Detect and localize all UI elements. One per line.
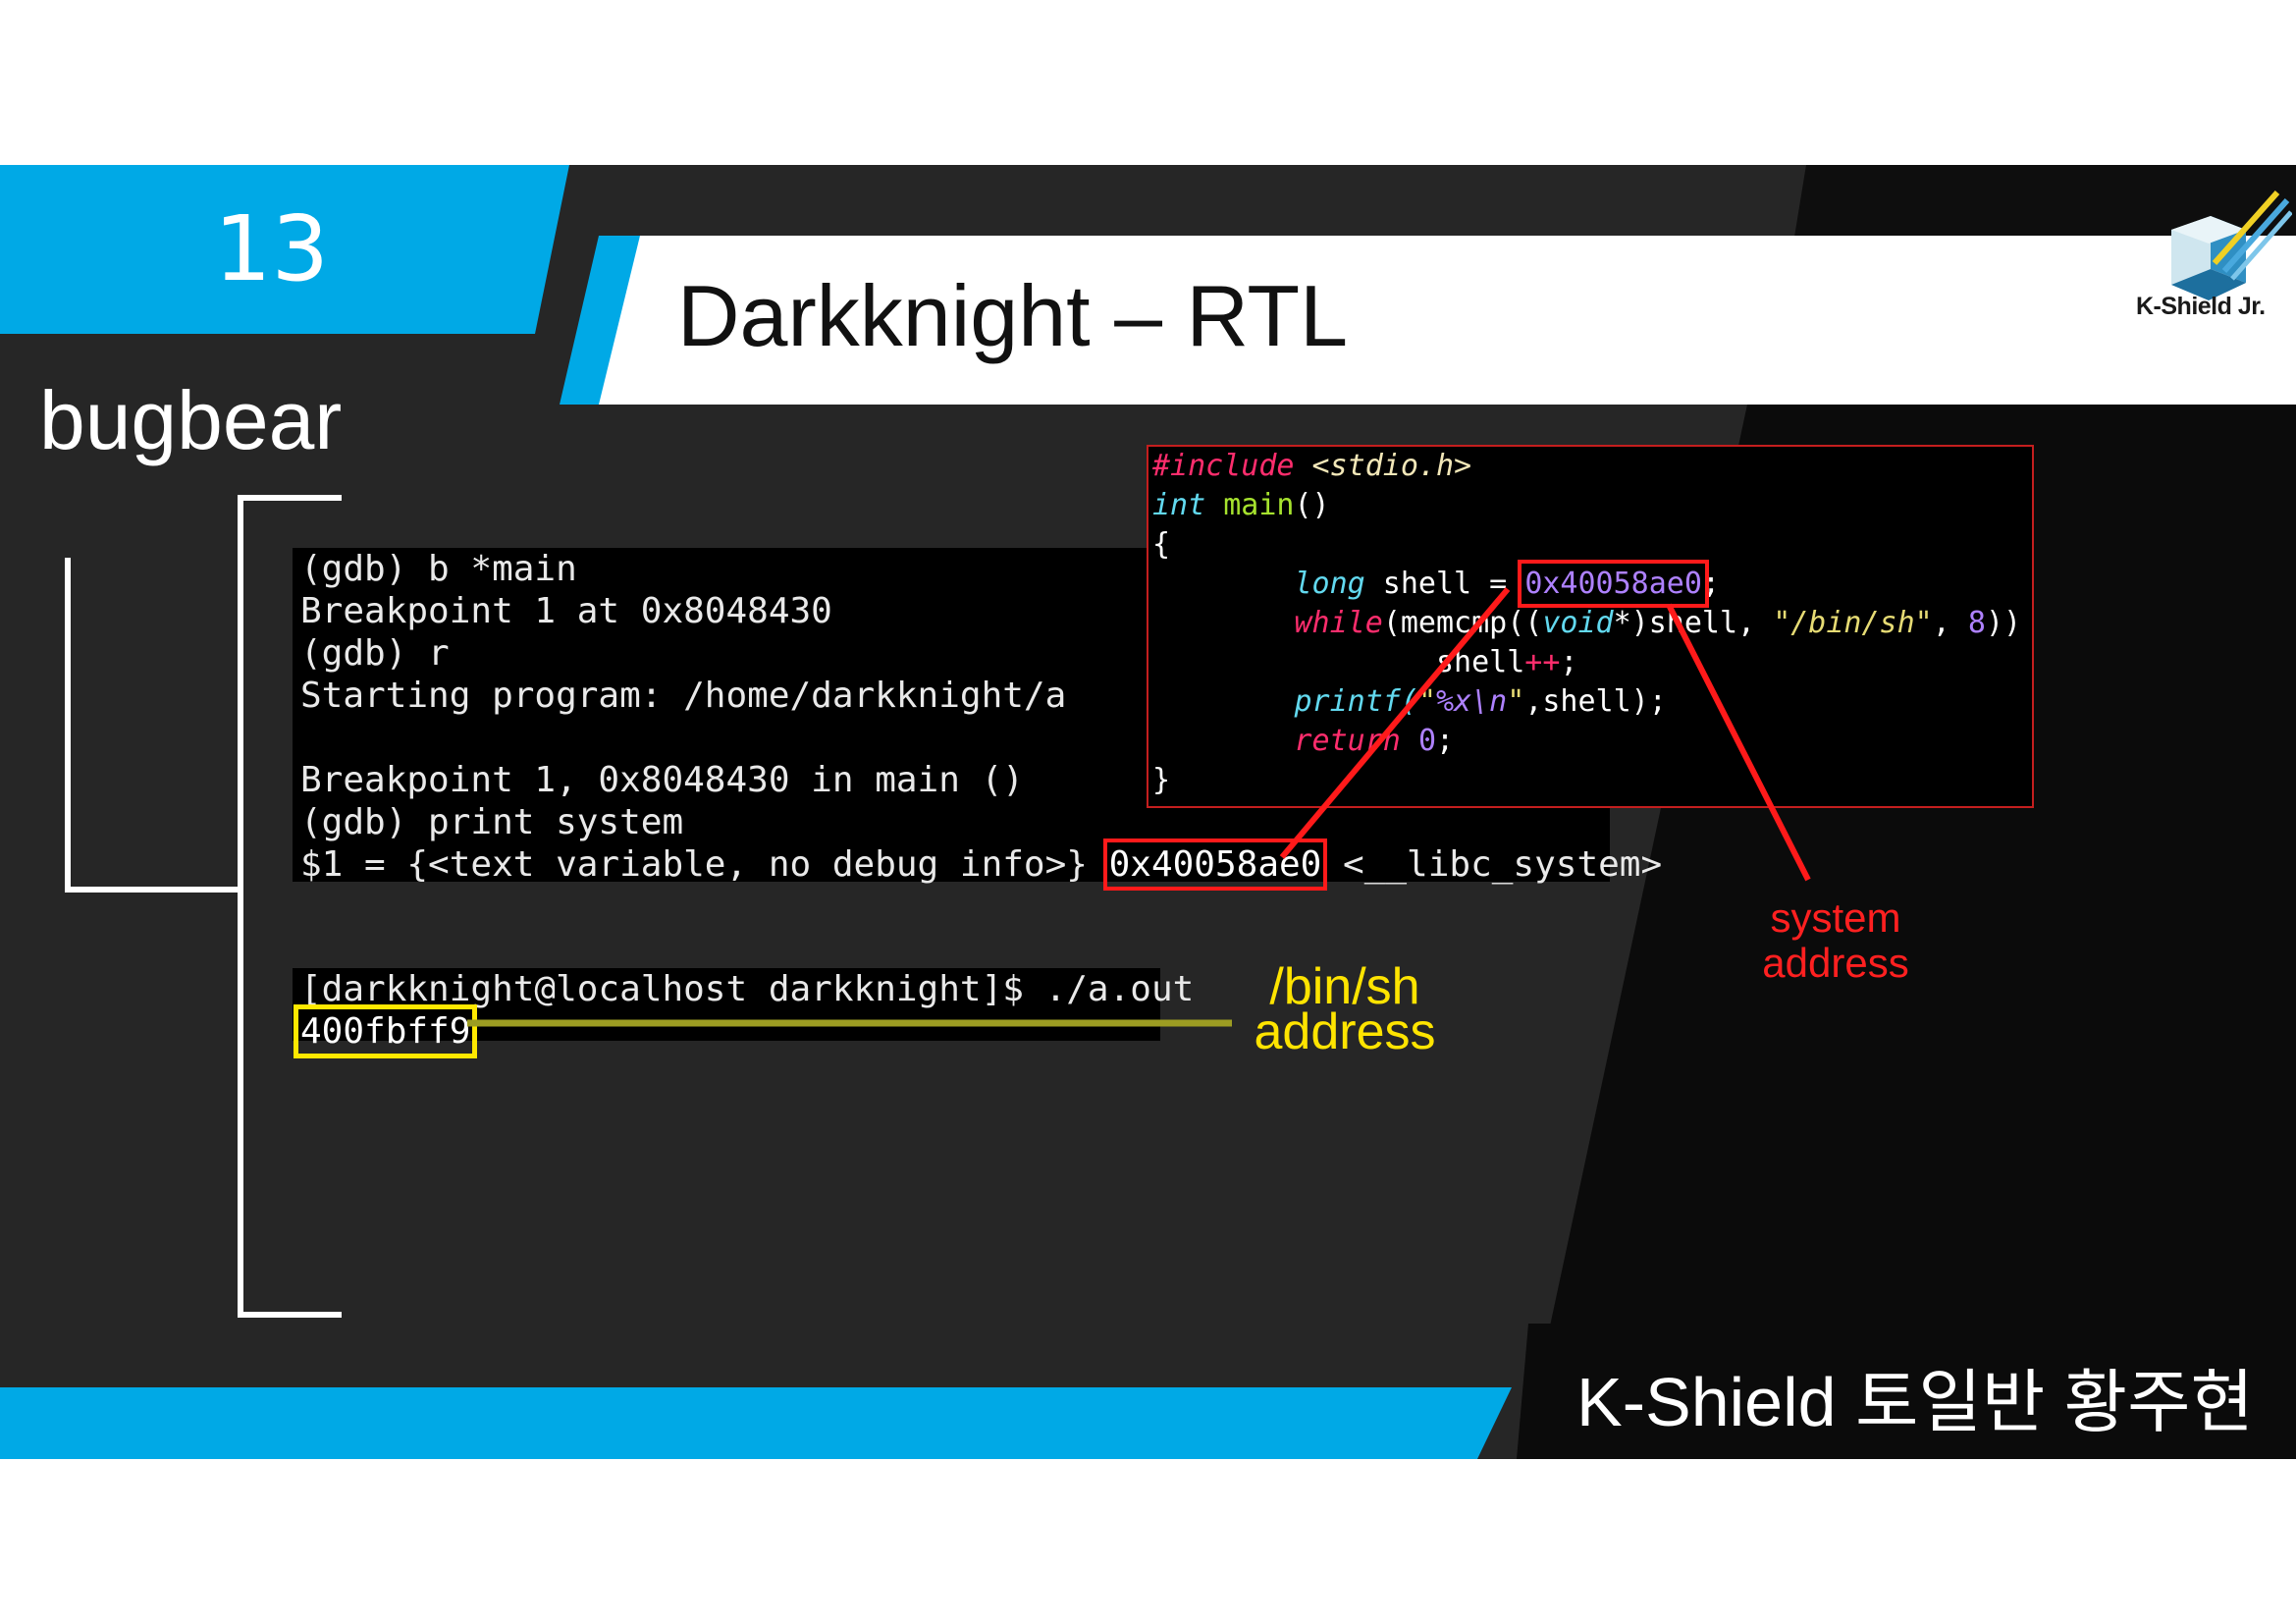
code-directive: #include bbox=[1152, 449, 1295, 483]
code-format: %x\n bbox=[1436, 684, 1508, 719]
code-panel: #include <stdio.h>int main(){ long shell… bbox=[1147, 445, 2034, 808]
footer-dark-panel bbox=[1517, 1324, 2296, 1459]
system-print-suffix: <__libc_system> bbox=[1321, 844, 1663, 885]
system-print-prefix: $1 = {<text variable, no debug info>} bbox=[300, 844, 1109, 885]
code-header: <stdio.h> bbox=[1294, 449, 1472, 483]
code-line: int main() bbox=[1152, 486, 2032, 525]
code-text: shell bbox=[1435, 645, 1525, 679]
logo-text: K-Shield Jr. bbox=[2136, 293, 2266, 320]
k-shield-logo-icon bbox=[2171, 190, 2292, 300]
code-address-highlight: 0x40058ae0 bbox=[1518, 560, 1709, 608]
code-type: long bbox=[1294, 567, 1365, 601]
code-operator: ++ bbox=[1524, 645, 1561, 679]
terminal-line: Breakpoint 1 at 0x8048430 bbox=[300, 591, 832, 631]
bracket-main-vertical bbox=[238, 495, 243, 1318]
code-keyword: return bbox=[1294, 724, 1401, 758]
code-line: shell++; bbox=[1435, 645, 1578, 679]
footer-author: K-Shield 토일반 황주현 bbox=[1576, 1364, 2254, 1440]
code-number: 0 bbox=[1417, 724, 1436, 758]
slide: 13 Darkknight – RTL K-Shield Jr. bugbear… bbox=[0, 165, 2296, 1459]
code-text: (memcmp(( bbox=[1382, 606, 1543, 640]
binsh-address-highlight: 400fbff9 bbox=[293, 1004, 478, 1058]
terminal-line: (gdb) b *main bbox=[300, 549, 577, 589]
terminal-line: (gdb) r bbox=[300, 633, 450, 674]
code-line: printf("%x\n",shell); bbox=[1294, 684, 1667, 719]
code-type: void bbox=[1542, 606, 1614, 640]
footer-band bbox=[0, 1387, 1512, 1459]
code-text: () bbox=[1294, 488, 1330, 522]
code-line: long shell = 0x40058ae0; bbox=[1294, 560, 1720, 608]
system-address-highlight: 0x40058ae0 bbox=[1102, 839, 1328, 891]
code-line: { bbox=[1152, 527, 1171, 562]
code-line: } bbox=[1152, 763, 1171, 797]
bracket-main-top bbox=[238, 495, 342, 501]
code-line: #include <stdio.h> bbox=[1152, 447, 2032, 486]
code-function: printf( bbox=[1294, 684, 1418, 719]
slide-title: Darkknight – RTL bbox=[677, 267, 1349, 364]
slide-subtitle: bugbear bbox=[39, 374, 343, 466]
code-keyword: while bbox=[1294, 606, 1383, 640]
code-text: *)shell, bbox=[1613, 606, 1774, 640]
code-string: "/bin/sh" bbox=[1773, 606, 1933, 640]
code-text: ,shell); bbox=[1524, 684, 1667, 719]
bracket-main-bottom bbox=[238, 1312, 342, 1318]
bracket-left-horizontal bbox=[65, 887, 243, 893]
terminal-line: (gdb) print system bbox=[300, 802, 684, 842]
terminal-line-system: $1 = {<text variable, no debug info>} 0x… bbox=[300, 839, 1662, 891]
slide-number: 13 bbox=[214, 196, 330, 301]
title-box bbox=[599, 236, 2296, 405]
terminal-line: Starting program: /home/darkknight/a bbox=[300, 676, 1067, 716]
code-line: return 0; bbox=[1294, 724, 1455, 758]
run-terminal: [darkknight@localhost darkknight]$ ./a.o… bbox=[293, 968, 1195, 1058]
terminal-line: Breakpoint 1, 0x8048430 in main () bbox=[300, 760, 1024, 800]
code-line: while(memcmp((void*)shell, "/bin/sh", 8)… bbox=[1294, 606, 2022, 640]
code-text: shell = bbox=[1364, 567, 1525, 601]
code-number: 8 bbox=[1967, 606, 1986, 640]
bracket-left-vertical bbox=[65, 558, 71, 893]
code-function: main bbox=[1223, 488, 1295, 522]
terminal-prompt: [darkknight@localhost darkknight]$ ./a.o… bbox=[300, 969, 1195, 1009]
slide-number-box bbox=[0, 165, 569, 334]
code-type: int bbox=[1152, 488, 1206, 522]
